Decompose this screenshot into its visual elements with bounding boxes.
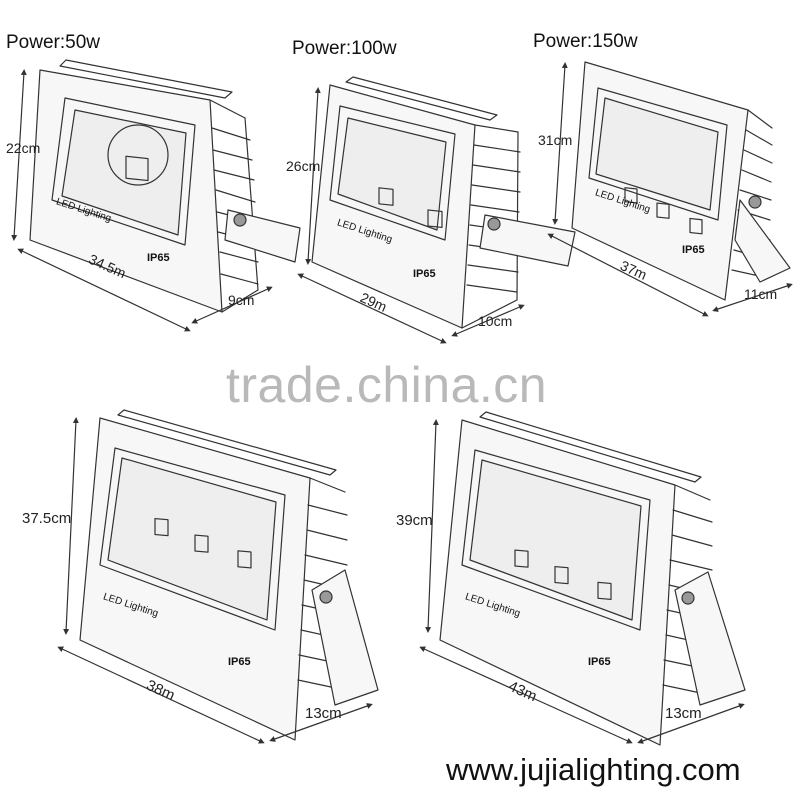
floodlight-37cm-drawing [57, 409, 379, 744]
height-label-100w: 26cm [286, 158, 321, 174]
floodlight-150w-drawing [547, 61, 793, 317]
power-label-150w: Power:150w [533, 31, 638, 52]
power-label-50w: Power:50w [6, 32, 100, 53]
floodlight-39cm-drawing [419, 411, 746, 746]
height-label-37cm: 37.5cm [22, 510, 72, 527]
height-label-39cm: 39cm [396, 512, 433, 529]
rating-text-39cm: IP65 [588, 656, 611, 668]
floodlight-50w-drawing [11, 59, 301, 332]
power-label-100w: Power:100w [292, 38, 397, 59]
depth-label-50w: 9cm [228, 292, 255, 308]
rating-text-100w: IP65 [413, 268, 436, 280]
height-label-150w: 31cm [538, 132, 573, 148]
floodlight-100w-drawing [297, 76, 576, 344]
watermark-text: trade.china.cn [226, 357, 548, 413]
height-label-50w: 22cm [6, 140, 41, 156]
depth-label-100w: 10cm [478, 313, 513, 329]
rating-text-150w: IP65 [682, 244, 705, 256]
depth-label-37cm: 13cm [305, 705, 342, 722]
rating-text-37cm: IP65 [228, 656, 251, 668]
website-url: www.jujialighting.com [446, 752, 741, 787]
depth-label-39cm: 13cm [665, 705, 702, 722]
rating-text-50w: IP65 [147, 252, 170, 264]
depth-label-150w: 11cm [744, 286, 778, 302]
